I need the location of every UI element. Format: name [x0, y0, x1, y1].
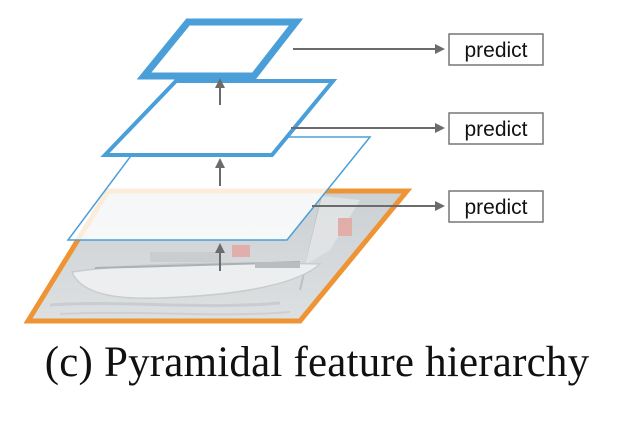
sailboat-photo — [49, 195, 360, 316]
predict-label: predict — [464, 118, 527, 141]
predict-label: predict — [464, 39, 527, 62]
feature-map-level-3 — [136, 18, 304, 80]
predict-box-bottom: predict — [448, 190, 544, 223]
figure-caption: (c) Pyramidal feature hierarchy — [44, 339, 590, 386]
predict-label: predict — [464, 196, 527, 219]
predict-box-middle: predict — [448, 112, 544, 145]
pyramid-diagram: predict predict predict — [23, 18, 544, 324]
predict-box-top: predict — [448, 33, 544, 66]
feature-map-level-2 — [100, 79, 338, 157]
feature-map-level-1 — [66, 136, 372, 241]
